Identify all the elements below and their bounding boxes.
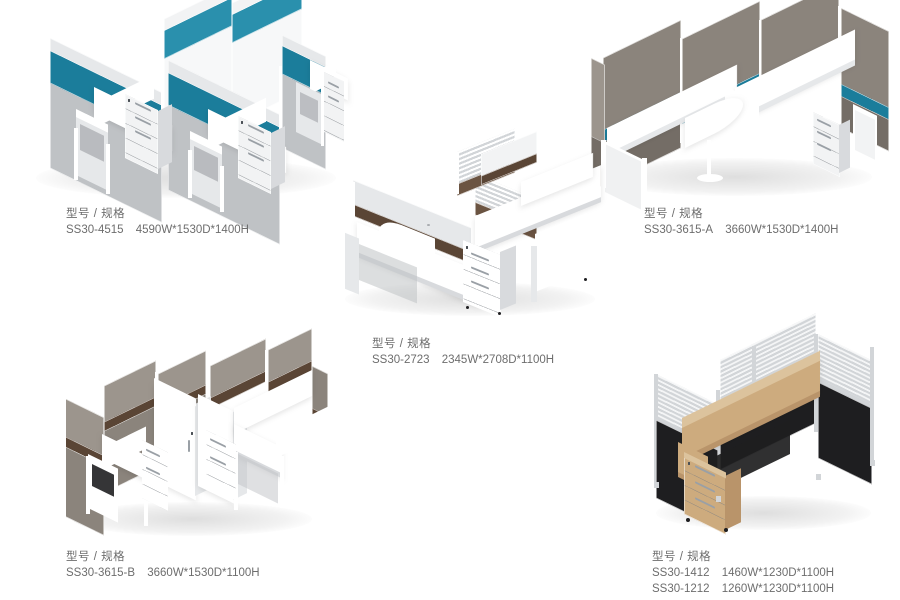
caption-title: 型号 / 规格	[372, 338, 432, 350]
model-number: SS30-3615-A	[644, 224, 714, 236]
dimensions: 3660W*1530D*1400H	[725, 224, 839, 236]
caption-spec-row: SS30-3615-A 3660W*1530D*1400H	[644, 222, 838, 238]
caption-spec-row: SS30-4515 4590W*1530D*1400H	[66, 222, 249, 238]
caption-title: 型号 / 规格	[652, 551, 712, 563]
caption-spec-row: SS30-1212 1260W*1230D*1100H	[652, 581, 834, 597]
model-number: SS30-2723	[372, 354, 430, 366]
caption-spec-row: SS30-3615-B 3660W*1530D*1100H	[66, 565, 260, 581]
dimensions: 3660W*1530D*1100H	[147, 567, 260, 579]
caption-title: 型号 / 规格	[66, 551, 126, 563]
product-image-ss30-1412	[640, 313, 890, 535]
caption-spec-row: SS30-1412 1460W*1230D*1100H	[652, 565, 834, 581]
product-image-ss30-3615-a	[585, 0, 889, 212]
dimensions: 1260W*1230D*1100H	[721, 583, 835, 595]
dimensions: 4590W*1530D*1400H	[135, 224, 249, 236]
dimensions: 2345W*2708D*1100H	[441, 354, 555, 366]
caption-ss30-4515: 型号 / 规格 SS30-4515 4590W*1530D*1400H	[66, 207, 249, 238]
product-image-ss30-3615-b	[58, 328, 330, 536]
product-image-ss30-4515	[18, 0, 348, 245]
dimensions: 1460W*1230D*1100H	[721, 567, 835, 579]
product-image-ss30-2723	[335, 128, 610, 320]
model-number: SS30-1212	[652, 583, 710, 595]
caption-title: 型号 / 规格	[644, 208, 704, 220]
caption-ss30-1412: 型号 / 规格 SS30-1412 1460W*1230D*1100H SS30…	[652, 550, 834, 597]
model-number: SS30-4515	[66, 224, 124, 236]
caption-ss30-3615-b: 型号 / 规格 SS30-3615-B 3660W*1530D*1100H	[66, 550, 260, 581]
caption-spec-row: SS30-2723 2345W*2708D*1100H	[372, 352, 554, 368]
caption-ss30-2723: 型号 / 规格 SS30-2723 2345W*2708D*1100H	[372, 337, 554, 368]
caption-title: 型号 / 规格	[66, 208, 126, 220]
model-number: SS30-3615-B	[66, 567, 136, 579]
model-number: SS30-1412	[652, 567, 710, 579]
caption-ss30-3615-a: 型号 / 规格 SS30-3615-A 3660W*1530D*1400H	[644, 207, 838, 238]
